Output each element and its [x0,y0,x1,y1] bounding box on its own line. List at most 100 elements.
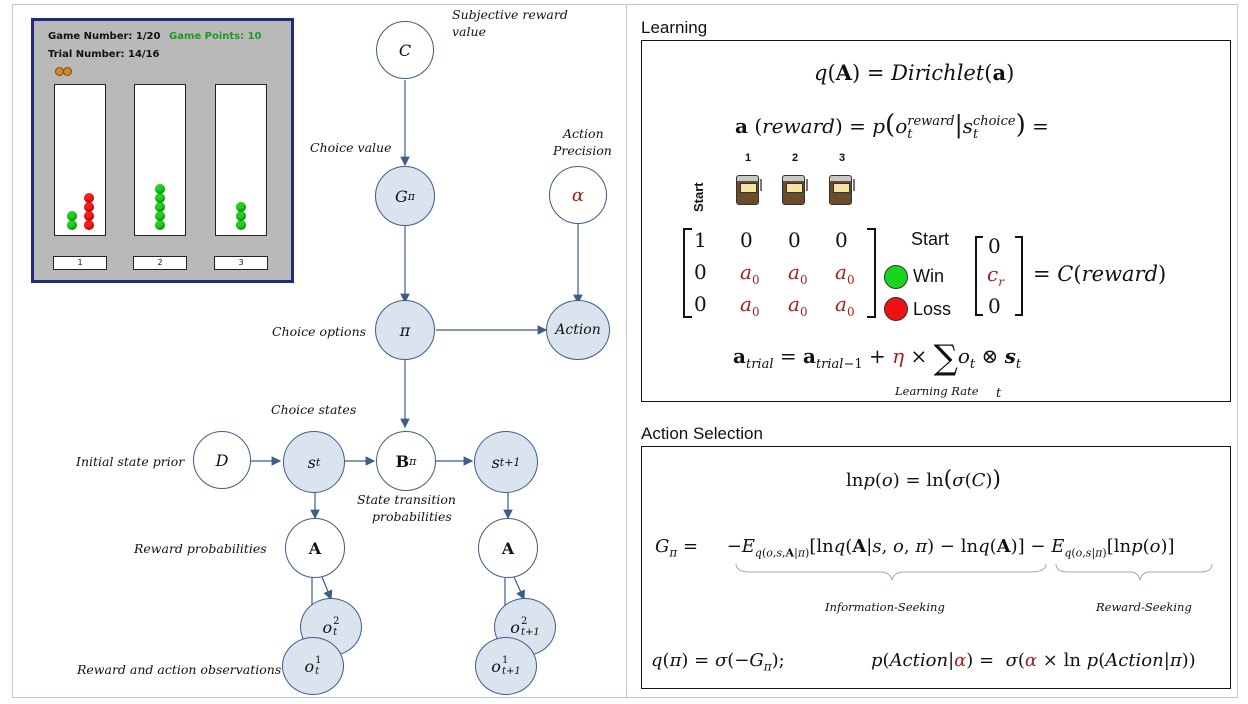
label-state-transition: State transition [357,492,456,507]
matrix-cell: a0 [788,260,808,287]
red-ball [84,211,94,221]
label-subjective-reward-2: value [452,24,486,39]
learning-rate-label: Learning Rate [895,384,979,398]
label-choice-states: Choice states [271,402,357,417]
row-label-loss: Loss [913,299,952,319]
label-subjective-reward: Subjective reward [452,7,568,22]
matrix-cell: 0 [835,228,848,252]
column-label-1: 1 [745,152,752,164]
learning-title: Learning [641,18,708,37]
figure-frame [12,4,1238,698]
node-a-right: A [478,518,538,578]
matrix-cell: a0 [788,292,808,319]
c-vector-0: 0 [988,234,1001,258]
green-ball [155,220,165,230]
column-label-3: 3 [839,152,846,164]
matrix-cell: 0 [694,260,707,284]
eq-g-pi: Gπ = −Eq(o,s,A|π)[lnq(A|s, o, π) − lnq(A… [655,536,1175,560]
slot-machine-icon-2 [782,175,808,205]
red-ball [84,193,94,203]
row-label-start: Start [911,229,950,249]
equation-braces [735,563,1213,581]
matrix-cell: 1 [694,228,707,252]
game-number: Game Number: 1/20 [48,31,161,42]
sum-index: t [996,386,1002,401]
option-tube-2 [134,84,186,236]
loss-icon [884,297,908,321]
option-button-3[interactable]: 3 [214,256,268,270]
label-choice-value: Choice value [310,140,392,155]
panel-divider [626,4,627,698]
green-ball [236,211,246,221]
green-ball [155,184,165,194]
option-button-2[interactable]: 2 [133,256,187,270]
matrix-cell: a0 [835,260,855,287]
matrix-cell: 0 [788,228,801,252]
row-label-win: Win [913,266,944,286]
node-action: Action [546,300,610,360]
reward-seeking-label: Reward-Seeking [1096,600,1192,614]
node-c: C [376,21,434,79]
node-d: D [193,431,251,489]
label-state-transition-2: probabilities [372,509,452,524]
game-points: Game Points: 10 [169,31,262,42]
green-ball [67,211,77,221]
node-pi: π [375,300,435,360]
label-reward-observations: Reward and action observations [77,662,282,677]
option-button-1[interactable]: 1 [53,256,107,270]
green-ball [155,202,165,212]
label-initial-state-prior: Initial state prior [76,454,185,469]
learning-box [641,40,1231,402]
matrix-cell: a0 [835,292,855,319]
label-choice-options: Choice options [272,324,367,339]
trial-number: Trial Number: 14/16 [48,49,160,60]
green-ball [155,193,165,203]
c-bracket-right [1015,236,1023,316]
label-reward-probabilities: Reward probabilities [134,541,267,556]
matrix-bracket-right [867,228,876,318]
matrix-cell: a0 [740,260,760,287]
c-vector-2: 0 [988,294,1001,318]
c-vector-1: cr [987,262,1004,289]
matrix-cell: a0 [740,292,760,319]
eq-lnp: lnp(o) = ln(σ(C)) [846,467,1001,492]
matrix-bracket-left [683,228,692,318]
eq-p-action: p(Action|α) = σ(α × ln p(Action|π)) [871,650,1196,671]
option-tube-1 [54,84,106,236]
slot-machine-icon-3 [829,175,855,205]
c-bracket-left [975,236,983,316]
green-ball [236,220,246,230]
node-alpha: α [549,166,607,224]
win-icon [884,265,908,289]
start-label: Start [691,182,706,212]
eq-q-pi: q(π) = σ(−Gπ); [651,650,785,674]
eq-update-rule: atrial = atrial−1 + η × ∑ot ⊗ st [733,338,1022,378]
eq-c-reward: = C(reward) [1033,262,1167,286]
green-ball [67,220,77,230]
action-selection-title: Action Selection [641,424,763,443]
red-ball [84,220,94,230]
info-seeking-label: Information-Seeking [825,600,945,614]
label-action-precision: Precision [553,143,612,158]
green-ball [155,211,165,221]
green-ball [236,202,246,212]
coin-icon [63,67,72,76]
column-label-2: 2 [792,152,799,164]
eq-dirichlet: q(A) = Dirichlet(a) [814,60,1015,85]
game-screenshot: Game Number: 1/20 Game Points: 10 Trial … [31,18,294,283]
action-selection-box [641,446,1231,689]
slot-machine-icon-1 [736,175,762,205]
label-action: Action [563,126,604,141]
red-ball [84,202,94,212]
node-a-left: A [285,518,345,578]
matrix-cell: 0 [694,292,707,316]
option-tube-3 [215,84,267,236]
matrix-cell: 0 [740,228,753,252]
